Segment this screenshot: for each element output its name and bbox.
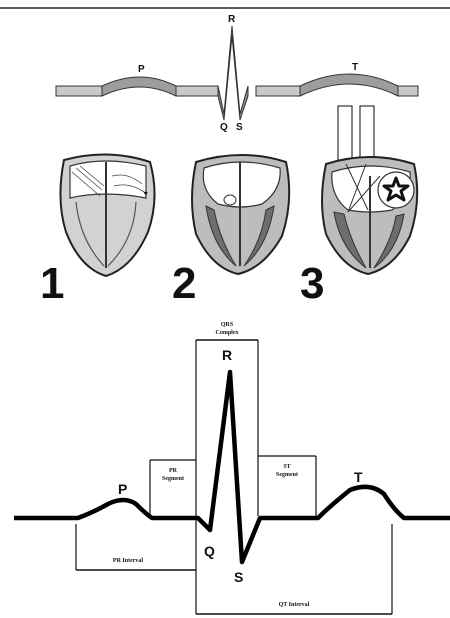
st-segment-band	[256, 86, 300, 96]
heart-panel-1: 1	[40, 154, 155, 308]
heart-1-atria	[70, 161, 146, 198]
baseline-segment-right	[398, 86, 418, 96]
top-p-label: P	[138, 64, 145, 75]
ecg-diagram: QRS Complex PR Segment ST Segment P R Q …	[14, 322, 450, 614]
top-s-label: S	[236, 122, 243, 133]
qrs-spike-band	[218, 26, 248, 120]
st-segment-label-line1: ST	[283, 464, 290, 470]
top-r-label: R	[228, 14, 236, 25]
ecg-trace	[14, 372, 450, 562]
baseline-segment-left	[56, 86, 102, 96]
ecg-p-label: P	[118, 481, 127, 497]
pr-segment-band	[176, 86, 218, 96]
heart-3-vessel-left	[338, 106, 352, 162]
pr-segment-label-line2: Segment	[162, 476, 184, 482]
ecg-t-label: T	[354, 469, 363, 485]
pr-segment-label-line1: PR	[169, 468, 178, 474]
qt-interval-label: QT Interval	[279, 602, 310, 608]
heart-2-number: 2	[172, 259, 196, 308]
heart-panel-3: 3	[300, 106, 417, 308]
pr-interval-label: PR Interval	[113, 558, 143, 564]
top-q-label: Q	[220, 122, 228, 133]
heart-3-vessel-right	[360, 106, 374, 162]
p-wave-band	[102, 77, 176, 96]
ecg-q-label: Q	[204, 543, 215, 559]
qrs-label-line1: QRS	[221, 322, 234, 328]
ecg-r-label: R	[222, 347, 232, 363]
qrs-label-line2: Complex	[216, 330, 239, 336]
heart-1-number: 1	[40, 259, 64, 308]
heart-panel-2: 2	[172, 155, 289, 308]
ecg-s-label: S	[234, 569, 243, 585]
top-t-label: T	[352, 62, 358, 73]
heart-3-number: 3	[300, 259, 324, 308]
t-wave-band	[300, 74, 398, 96]
st-segment-label-line2: Segment	[276, 472, 298, 478]
